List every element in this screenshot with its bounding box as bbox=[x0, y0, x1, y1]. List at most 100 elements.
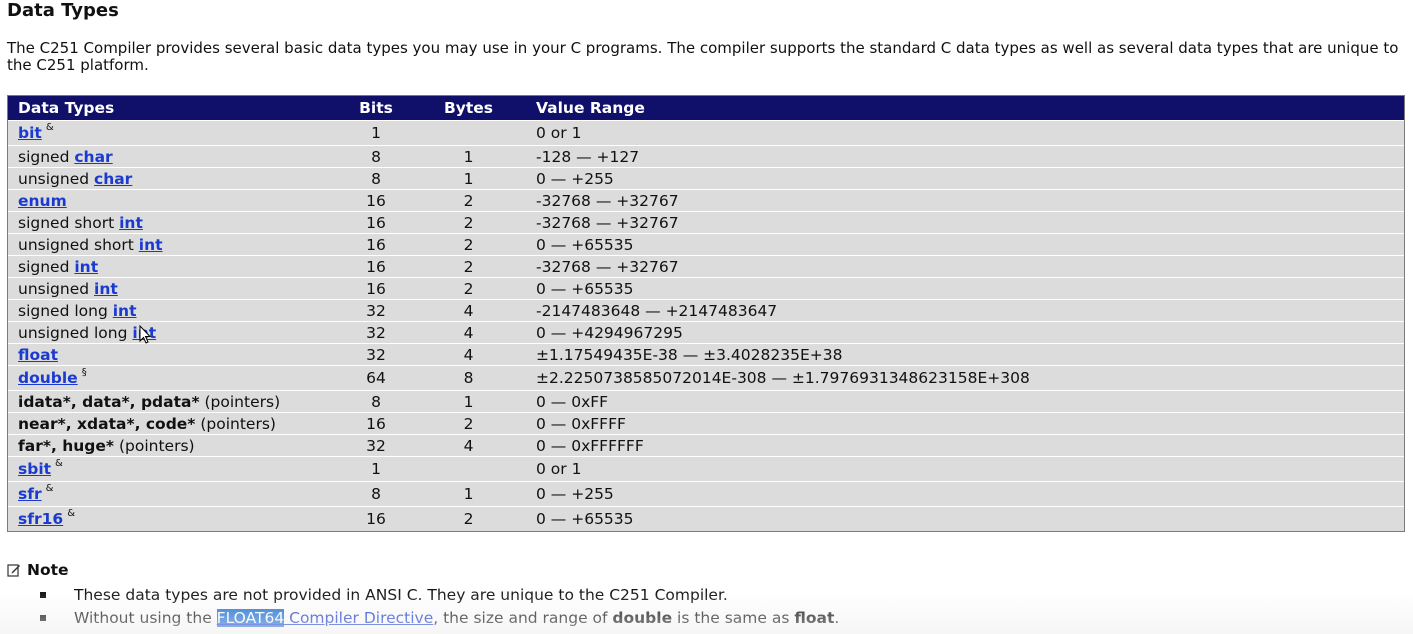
cell-bits: 32 bbox=[341, 343, 411, 366]
cell-bits: 16 bbox=[341, 506, 411, 531]
cell-value-range: -32768 — +32767 bbox=[526, 211, 1404, 234]
cell-data-type: enum bbox=[8, 189, 341, 212]
footnote-marker: & bbox=[45, 483, 54, 494]
cell-bits: 16 bbox=[341, 255, 411, 278]
cell-value-range: 0 or 1 bbox=[526, 120, 1404, 146]
cell-value-range: -32768 — +32767 bbox=[526, 255, 1404, 278]
cell-bits: 32 bbox=[341, 434, 411, 457]
cell-bits: 8 bbox=[341, 145, 411, 168]
type-prefix: unsigned long bbox=[18, 323, 133, 342]
cell-bytes bbox=[411, 120, 526, 146]
type-link-sbit[interactable]: sbit bbox=[18, 460, 52, 478]
type-prefix: signed bbox=[18, 257, 75, 276]
type-suffix: (pointers) bbox=[199, 392, 281, 411]
cell-data-type: unsigned char bbox=[8, 167, 341, 190]
note-text-2-double: double bbox=[612, 608, 673, 627]
type-link-enum[interactable]: enum bbox=[18, 191, 67, 210]
cell-bytes: 2 bbox=[411, 189, 526, 212]
header-bits: Bits bbox=[341, 96, 411, 121]
footnote-marker: & bbox=[55, 458, 63, 469]
note-text-2-mid1: , the size and range of bbox=[433, 608, 613, 627]
cell-value-range: 0 — +255 bbox=[526, 481, 1404, 507]
cell-bits: 8 bbox=[341, 481, 411, 507]
float64-directive-link[interactable]: FLOAT64 Compiler Directive bbox=[216, 608, 434, 627]
cell-bytes: 4 bbox=[411, 321, 526, 344]
type-link-double[interactable]: double bbox=[18, 369, 78, 387]
footnote-marker: & bbox=[45, 122, 54, 133]
cell-bytes: 4 bbox=[411, 343, 526, 366]
cell-bits: 16 bbox=[341, 277, 411, 300]
type-suffix: (pointers) bbox=[195, 414, 276, 433]
list-item: These data types are not provided in ANS… bbox=[40, 583, 839, 606]
pointer-types: near*, xdata*, code* bbox=[18, 414, 196, 433]
cell-bits: 32 bbox=[341, 299, 411, 322]
cell-value-range: -128 — +127 bbox=[526, 145, 1404, 168]
cell-data-type: near*, xdata*, code* (pointers) bbox=[8, 412, 341, 435]
cell-data-type: signed char bbox=[8, 145, 341, 168]
cell-bits: 64 bbox=[341, 365, 411, 391]
cell-bytes: 4 bbox=[411, 434, 526, 457]
page-title: Data Types bbox=[7, 0, 119, 21]
cell-bytes: 8 bbox=[411, 365, 526, 391]
cell-value-range: ±1.17549435E-38 — ±3.4028235E+38 bbox=[526, 343, 1404, 366]
type-link-int[interactable]: int bbox=[138, 235, 163, 254]
cell-value-range: 0 — +255 bbox=[526, 167, 1404, 190]
cell-data-type: float bbox=[8, 343, 341, 366]
bullet-icon bbox=[40, 614, 46, 621]
cell-value-range: 0 — 0xFF bbox=[526, 390, 1404, 413]
type-link-int[interactable]: int bbox=[112, 301, 137, 320]
note-text-2-prefix: Without using the bbox=[74, 608, 217, 627]
type-link-sfr[interactable]: sfr bbox=[18, 485, 42, 503]
cell-data-type: sfr& bbox=[8, 481, 341, 507]
cell-bits: 8 bbox=[341, 390, 411, 413]
header-value-range: Value Range bbox=[526, 96, 1404, 121]
header-bytes: Bytes bbox=[411, 96, 526, 121]
type-link-int[interactable]: int bbox=[119, 213, 143, 232]
note-text-2-mid2: is the same as bbox=[672, 608, 795, 627]
type-link-float[interactable]: float bbox=[18, 345, 59, 364]
cell-bits: 1 bbox=[341, 120, 411, 146]
type-prefix: unsigned short bbox=[18, 235, 139, 254]
cell-value-range: 0 — +4294967295 bbox=[526, 321, 1404, 344]
note-list: These data types are not provided in ANS… bbox=[40, 583, 839, 629]
cell-data-type: signed long int bbox=[8, 299, 341, 322]
selected-text: FLOAT64 bbox=[216, 608, 285, 627]
note-edit-icon bbox=[7, 564, 20, 577]
type-link-int[interactable]: int bbox=[94, 279, 118, 298]
type-link-sfr16[interactable]: sfr16 bbox=[18, 510, 64, 528]
cell-value-range: -32768 — +32767 bbox=[526, 189, 1404, 212]
footnote-marker: & bbox=[67, 508, 75, 519]
cell-bits: 16 bbox=[341, 412, 411, 435]
cell-value-range: 0 — +65535 bbox=[526, 506, 1404, 531]
type-link-char[interactable]: char bbox=[74, 147, 113, 166]
type-prefix: signed short bbox=[18, 213, 120, 232]
cell-bytes: 2 bbox=[411, 506, 526, 531]
cell-bytes: 2 bbox=[411, 277, 526, 300]
cell-data-type: sfr16& bbox=[8, 506, 341, 531]
type-link-bit[interactable]: bit bbox=[18, 124, 42, 142]
cell-bits: 16 bbox=[341, 211, 411, 234]
intro-paragraph: The C251 Compiler provides several basic… bbox=[7, 39, 1399, 74]
type-suffix: (pointers) bbox=[114, 436, 195, 455]
bullet-icon bbox=[40, 591, 46, 598]
note-label: Note bbox=[27, 561, 69, 579]
type-link-int[interactable]: int bbox=[74, 257, 99, 276]
type-link-char[interactable]: char bbox=[94, 169, 133, 188]
cell-bytes bbox=[411, 456, 526, 482]
pointer-types: far*, huge* bbox=[18, 436, 115, 455]
cell-value-range: 0 — +65535 bbox=[526, 277, 1404, 300]
link-text-rest: Compiler Directive bbox=[284, 608, 434, 627]
cell-bytes: 1 bbox=[411, 390, 526, 413]
